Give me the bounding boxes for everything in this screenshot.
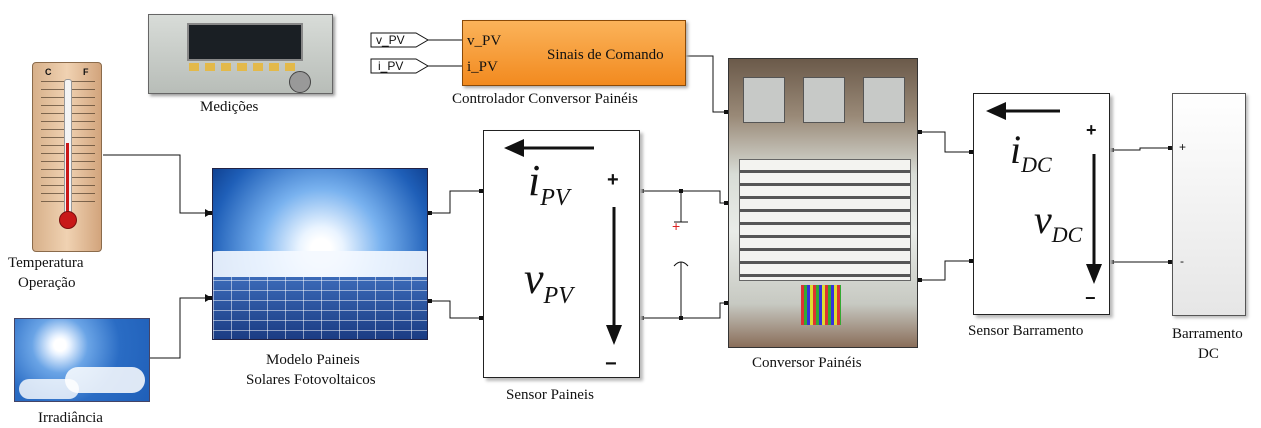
sensor-barramento-block[interactable]: iDC vDC + − <box>973 93 1110 315</box>
thermometer-bulb <box>59 211 77 229</box>
modelo-paineis-block[interactable] <box>212 168 428 340</box>
modelo-paineis-label-line1: Modelo Paineis <box>266 352 360 368</box>
voltage-symbol-vdc: vDC <box>1034 197 1083 248</box>
solar-panel-array <box>213 277 427 339</box>
controlador-input-v-pv: v_PV <box>467 33 502 49</box>
goto-tag-i-pv[interactable] <box>370 58 430 74</box>
goto-tag-v-pv[interactable] <box>370 32 430 48</box>
power-module <box>803 77 845 123</box>
goto-tag-i-pv-label: i_PV <box>378 59 404 73</box>
temperatura-label-line2: Operação <box>18 275 76 291</box>
modelo-paineis-label-line2: Solares Fotovoltaicos <box>246 372 376 388</box>
current-symbol-ipv: iPV <box>528 156 570 211</box>
barramento-minus-port: - <box>1180 254 1184 268</box>
driver-boards <box>739 159 911 281</box>
cloud-shape <box>19 379 79 399</box>
temperatura-block[interactable]: C F <box>32 62 102 252</box>
sensor-paineis-arrows <box>504 139 622 345</box>
plus-terminal-sign: + <box>1086 120 1097 140</box>
instrument-buttons <box>189 63 299 71</box>
barramento-label-line2: DC <box>1198 346 1219 362</box>
barramento-plus-port: + <box>1179 140 1187 154</box>
goto-tag-v-pv-label: v_PV <box>376 33 405 47</box>
controlador-input-i-pv: i_PV <box>467 59 498 75</box>
ribbon-cable <box>801 285 841 325</box>
barramento-dc-block[interactable]: + - <box>1172 93 1246 316</box>
voltage-symbol-vpv: vPV <box>524 254 573 309</box>
sensor-paineis-block[interactable]: iPV vPV + − <box>483 130 640 378</box>
minus-terminal-sign: − <box>1085 288 1096 308</box>
capacitor-plus-sign: + <box>672 218 681 234</box>
conversor-label: Conversor Painéis <box>752 355 862 371</box>
power-module <box>743 77 785 123</box>
cloud-band <box>213 251 427 281</box>
plus-terminal-sign: + <box>607 169 619 191</box>
thermometer-scale-f: F <box>83 67 89 77</box>
power-module <box>863 77 905 123</box>
medicoes-label: Medições <box>200 99 259 115</box>
sensor-paineis-label: Sensor Paineis <box>506 387 594 403</box>
instrument-display <box>187 23 303 61</box>
medicoes-block[interactable] <box>148 14 333 94</box>
sensor-barramento-label: Sensor Barramento <box>968 323 1084 339</box>
thermometer-scale-c: C <box>45 67 52 77</box>
minus-terminal-sign: − <box>605 353 617 375</box>
controlador-block[interactable]: v_PV i_PV Sinais de Comando <box>462 20 686 86</box>
current-symbol-idc: iDC <box>1010 127 1052 178</box>
controlador-output-label: Sinais de Comando <box>547 47 664 63</box>
barramento-label-line1: Barramento <box>1172 326 1243 342</box>
instrument-knob <box>289 71 311 93</box>
temperatura-label-line1: Temperatura <box>8 255 84 271</box>
thermometer-mercury <box>66 143 69 217</box>
controlador-label: Controlador Conversor Painéis <box>452 91 638 107</box>
irradiancia-block[interactable] <box>14 318 150 402</box>
conversor-block[interactable] <box>728 58 918 348</box>
sensor-barramento-arrows <box>986 102 1102 284</box>
irradiancia-label: Irradiância <box>38 410 103 426</box>
